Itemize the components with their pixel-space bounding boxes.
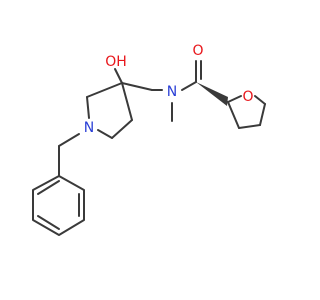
bond-c3-ch2 (121, 82, 153, 91)
molecule-structure: OH O N O N (32, 43, 266, 236)
atom-labels: OH O N O N (84, 43, 254, 136)
bond-c5-n (97, 129, 113, 139)
bond-c2-c3 (86, 82, 123, 98)
hydroxyl-label: OH (105, 54, 127, 70)
amide-nitrogen-label: N (167, 84, 177, 100)
bond-c3-c4 (121, 82, 133, 121)
bond-thf-o-c2 (227, 95, 242, 103)
bond-n-c2 (86, 96, 90, 119)
amide-oxygen-label: O (192, 43, 203, 59)
stereo-wedge-bond (196, 82, 228, 106)
bond-c3-oh (114, 68, 123, 84)
bond-thf-c3-c4 (238, 124, 261, 129)
benzene-double-bond (37, 180, 60, 195)
benzene-ring (32, 175, 85, 236)
benzene-double-bond (37, 215, 60, 230)
bonds (32, 60, 266, 236)
pyrrolidine-nitrogen-label: N (84, 120, 94, 136)
bond-thf-c2-c3 (227, 101, 240, 129)
bond-ch2-n (58, 133, 80, 147)
bond-c4-c5 (111, 119, 133, 139)
bond-thf-c5-o (254, 95, 266, 105)
bond-thf-c4-c5 (259, 103, 266, 126)
ring-oxygen-label: O (242, 89, 253, 105)
molecule-canvas: OH O N O N (32, 43, 266, 236)
bond-n-carbonyl (181, 81, 197, 91)
